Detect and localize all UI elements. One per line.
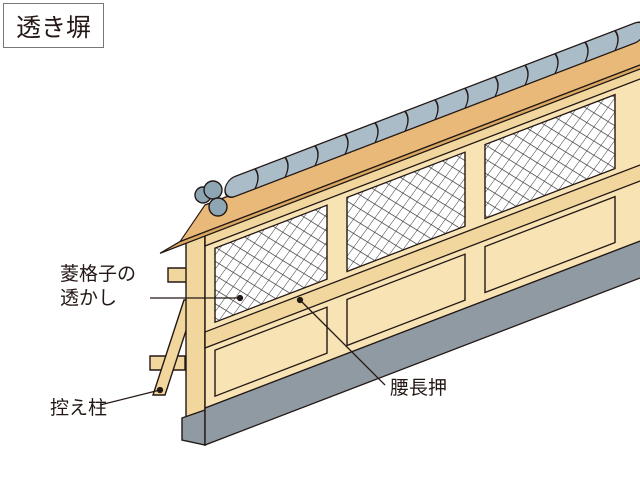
ridge-end-ornament: [194, 180, 228, 217]
lattice-window: [214, 204, 328, 324]
label-lattice-line1: 菱格子の: [60, 263, 137, 285]
label-koshi-nageshi: 腰長押: [390, 377, 448, 399]
label-brace-post: 控え柱: [50, 397, 108, 419]
label-lattice-line2: 透かし: [60, 287, 118, 309]
wall-front: [159, 21, 640, 446]
diagram-title: 透き塀: [3, 3, 104, 48]
lattice-window: [346, 151, 466, 273]
koshi-nageshi-rail: [204, 162, 640, 349]
brace-post: [149, 267, 197, 396]
lattice-window: [484, 93, 616, 220]
leader-lines: [99, 294, 386, 406]
wall-end: [181, 230, 206, 446]
label-lattice: 菱格子の 透かし: [60, 262, 136, 310]
